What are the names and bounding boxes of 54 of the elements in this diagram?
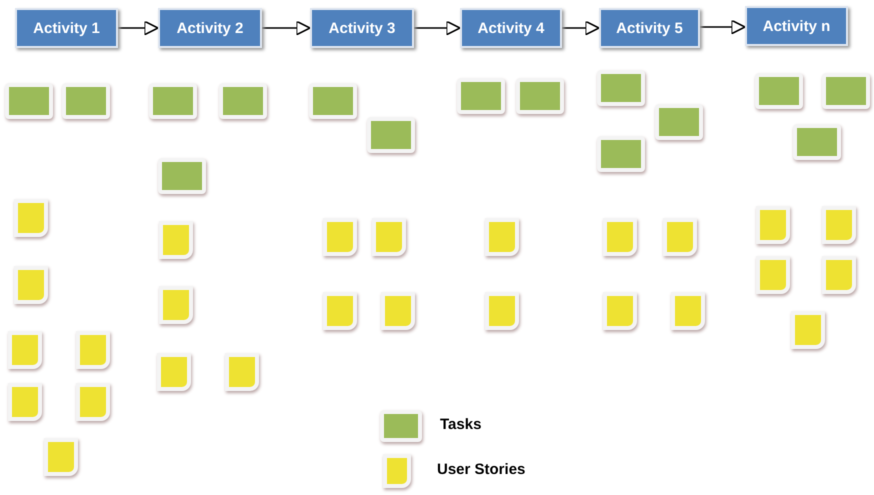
- task-card: [597, 136, 645, 172]
- arrow: [118, 20, 159, 36]
- task-card: [5, 83, 53, 119]
- story-note: [323, 218, 357, 256]
- story-note: [663, 218, 697, 256]
- arrow: [700, 19, 746, 35]
- task-card: [516, 78, 564, 114]
- legend-label: User Stories: [437, 461, 526, 478]
- activity-box: Activity n: [745, 6, 848, 46]
- story-note: [323, 292, 357, 330]
- task-card: [219, 83, 267, 119]
- story-note: [225, 353, 259, 391]
- task-card: [367, 117, 415, 153]
- story-note: [485, 218, 519, 256]
- task-card: [149, 83, 197, 119]
- arrow: [414, 20, 461, 36]
- story-note: [76, 383, 110, 421]
- story-note: [159, 221, 193, 259]
- task-card: [755, 73, 803, 109]
- activity-box: Activity 3: [310, 8, 414, 48]
- arrow: [262, 20, 311, 36]
- story-note: [603, 218, 637, 256]
- story-note: [671, 292, 705, 330]
- task-card: [158, 158, 206, 194]
- story-note: [485, 292, 519, 330]
- story-note: [8, 331, 42, 369]
- story-note: [603, 292, 637, 330]
- story-note: [44, 438, 78, 476]
- story-note: [791, 311, 825, 349]
- story-note: [756, 256, 790, 294]
- arrow: [562, 20, 600, 36]
- task-card: [309, 83, 357, 119]
- task-card: [793, 124, 841, 160]
- story-note: [157, 353, 191, 391]
- task-card: [457, 78, 505, 114]
- activity-box: Activity 5: [599, 8, 700, 48]
- story-note: [159, 286, 193, 324]
- activity-box: Activity 4: [460, 8, 562, 48]
- task-card: [62, 83, 110, 119]
- task-card: [822, 73, 870, 109]
- story-note: [14, 199, 48, 237]
- story-note: [822, 256, 856, 294]
- legend-label: Tasks: [440, 416, 482, 433]
- story-note: [381, 292, 415, 330]
- story-note: [372, 218, 406, 256]
- story-note: [756, 206, 790, 244]
- story-note: [76, 331, 110, 369]
- story-note: [14, 266, 48, 304]
- activity-box: Activity 2: [158, 8, 262, 48]
- activity-box: Activity 1: [15, 8, 118, 48]
- story-note: [8, 383, 42, 421]
- task-card: [655, 104, 703, 140]
- story-note: [822, 206, 856, 244]
- task-card: [597, 70, 645, 106]
